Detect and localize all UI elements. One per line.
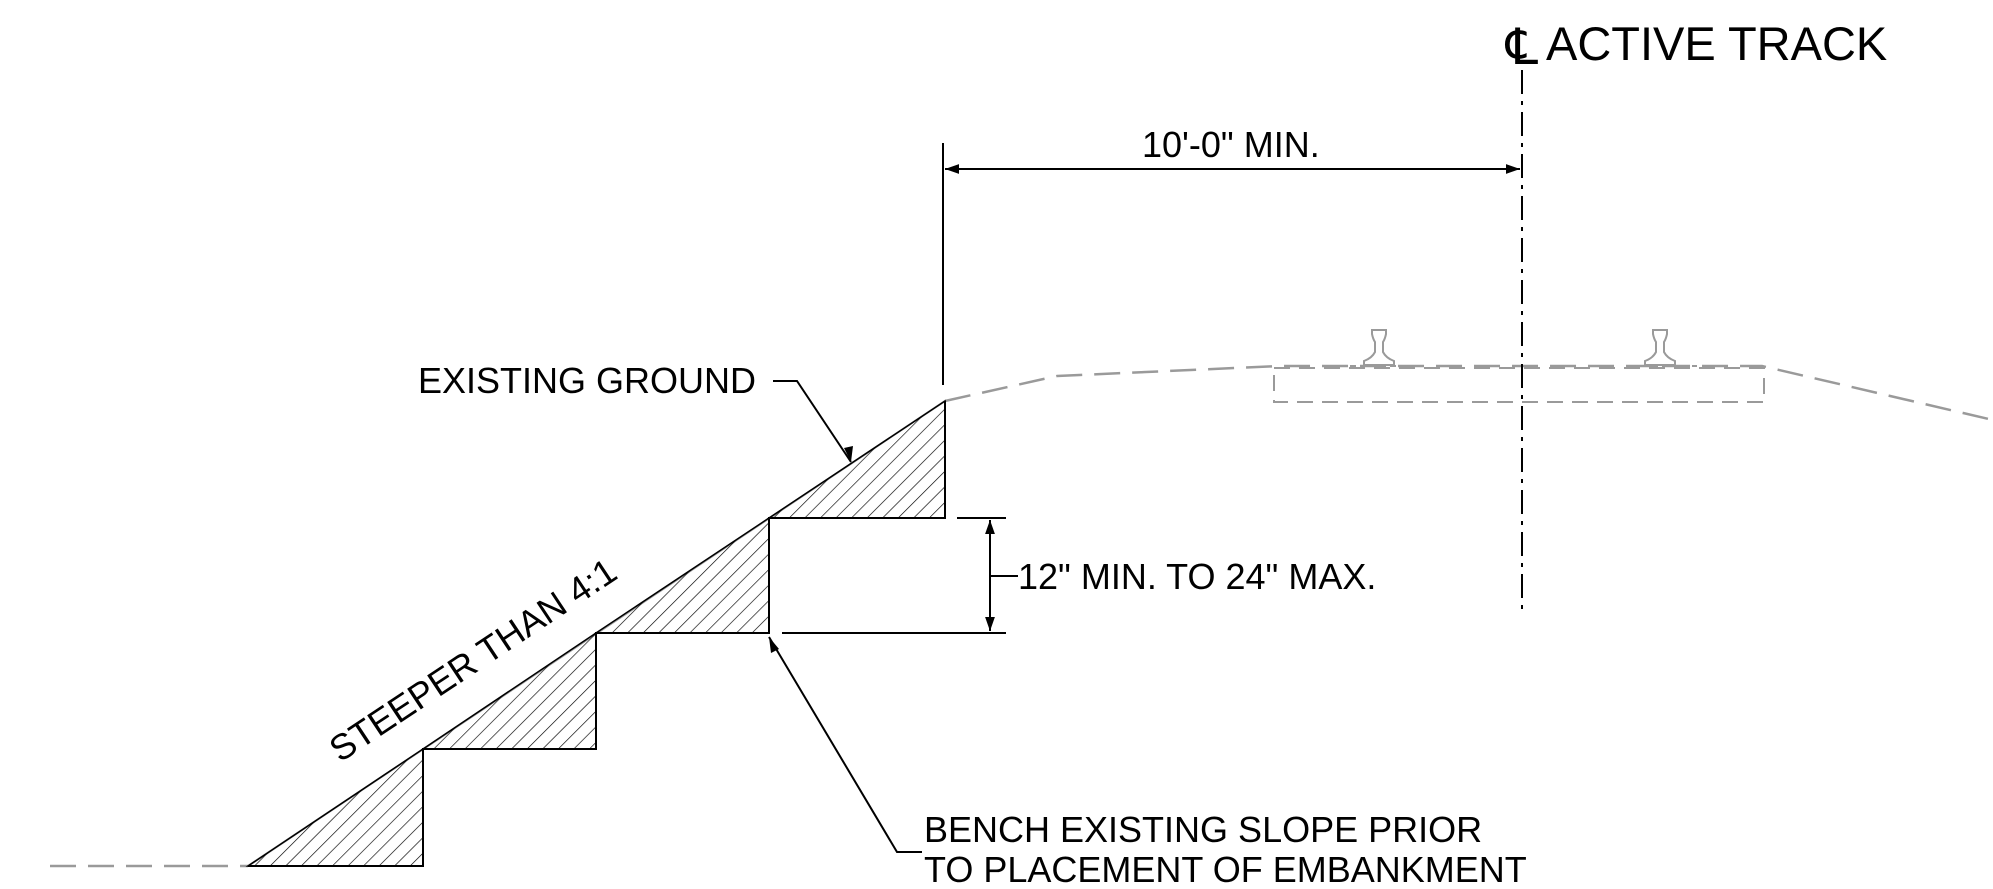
centerline-label: ACTIVE TRACK bbox=[1546, 17, 1887, 70]
embankment-fill-hatch bbox=[245, 399, 946, 867]
bench-height-dimension bbox=[782, 517, 1018, 634]
bench-note-line-1: BENCH EXISTING SLOPE PRIOR bbox=[924, 809, 1482, 850]
bench-note-line-2: TO PLACEMENT OF EMBANKMENT bbox=[924, 849, 1527, 889]
centerline-symbol: ℄ bbox=[1504, 19, 1538, 75]
existing-ground-arrowhead bbox=[844, 446, 853, 462]
bench-note-leader bbox=[768, 636, 922, 853]
existing-ground-leader bbox=[773, 380, 852, 463]
bench-steps bbox=[248, 401, 946, 867]
rail-left-icon bbox=[1363, 329, 1395, 366]
track-section bbox=[1273, 365, 1765, 403]
clearance-label: 10'-0" MIN. bbox=[1142, 124, 1320, 165]
rail-right-icon bbox=[1644, 329, 1676, 366]
existing-ground-label: EXISTING GROUND bbox=[418, 360, 756, 401]
existing-ground-line bbox=[50, 364, 1993, 868]
clearance-dimension bbox=[942, 143, 1520, 385]
bench-height-label: 12" MIN. TO 24" MAX. bbox=[1018, 556, 1376, 597]
bench-note-arrowhead bbox=[769, 637, 779, 653]
